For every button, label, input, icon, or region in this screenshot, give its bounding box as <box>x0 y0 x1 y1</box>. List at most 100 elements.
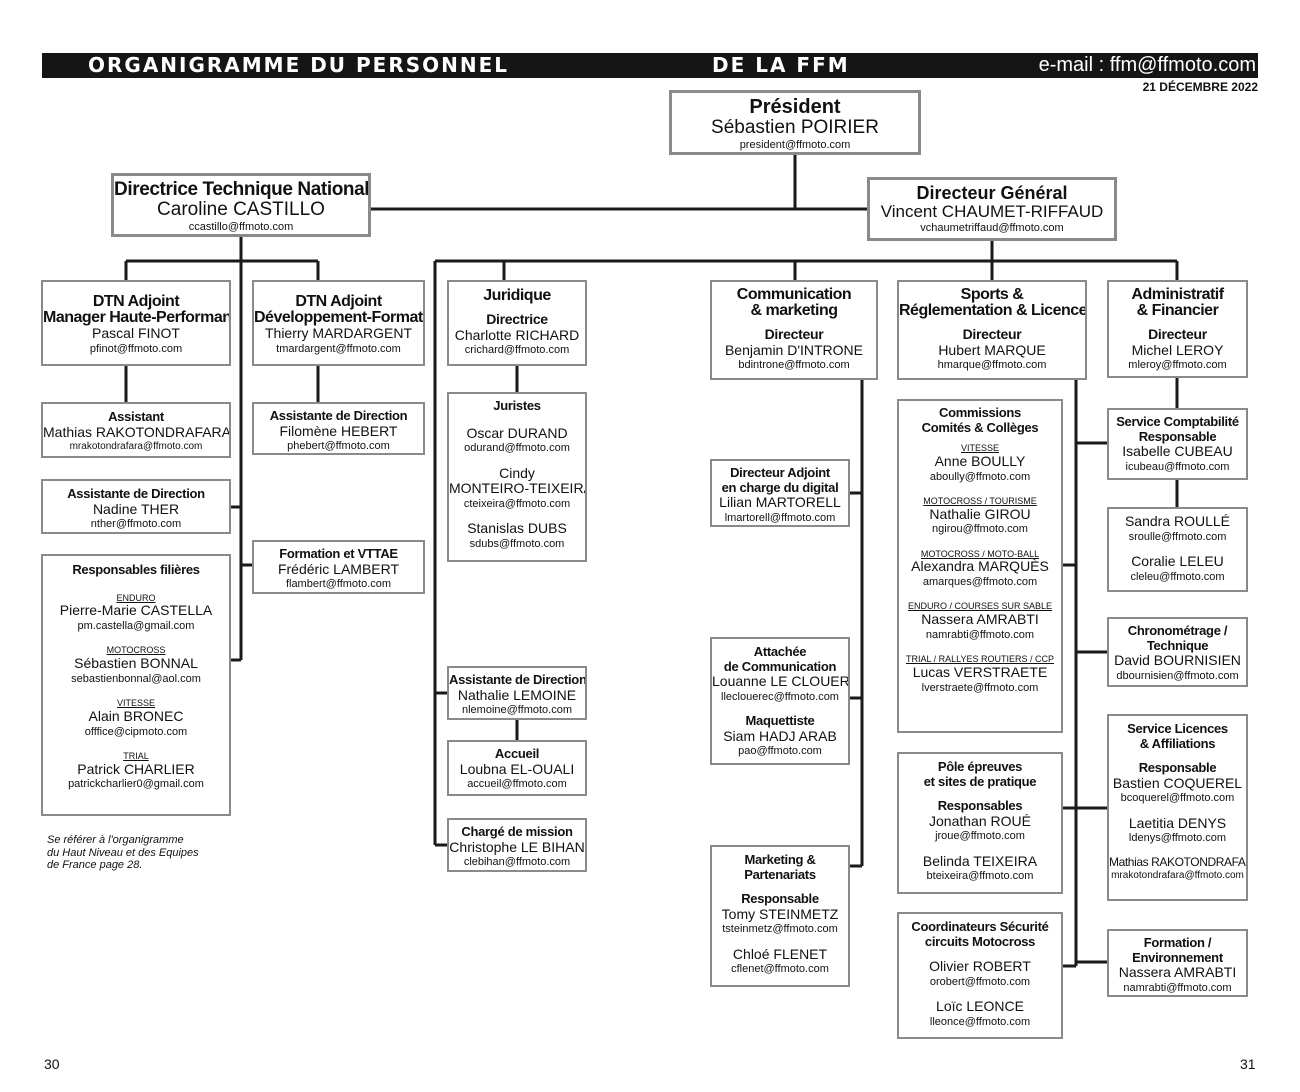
juriste-email: cteixeira@ffmoto.com <box>463 497 571 510</box>
formation-env-email: namrabti@ffmoto.com <box>1123 981 1232 994</box>
formation-env-subtitle: Environnement <box>1132 949 1223 965</box>
pole-email: jroue@ffmoto.com <box>935 830 1025 843</box>
dg-box: Directeur Général Vincent CHAUMET-RIFFAU… <box>867 177 1117 241</box>
compta-title: Service Comptabilité <box>1116 414 1239 429</box>
juriste-name: MONTEIRO-TEIXEIRA <box>449 480 587 497</box>
accueil-box: Accueil Loubna EL-OUALI accueil@ffmoto.c… <box>447 740 587 796</box>
pole-title: Pôle épreuves <box>937 759 1023 774</box>
attachee-role: de Communication <box>723 658 837 674</box>
compta-staff-name: Coralie LELEU <box>1131 552 1224 569</box>
commission-email: ngirou@ffmoto.com <box>932 523 1028 536</box>
commissions-subtitle: Comités & Collèges <box>921 419 1039 435</box>
filiere-name: Pierre-Marie CASTELLA <box>59 602 213 619</box>
digital-box: Directeur Adjoint en charge du digital L… <box>710 459 850 527</box>
licences-subtitle: & Affiliations <box>1139 735 1216 751</box>
licences-name: Laetitia DENYS <box>1128 814 1227 831</box>
commission-name: Lucas VERSTRAETE <box>912 663 1048 680</box>
dtn-adjoint-formation-email: tmardargent@ffmoto.com <box>276 342 401 355</box>
filiere-email: patrickcharlier0@gmail.com <box>68 778 204 791</box>
filiere-name: Patrick CHARLIER <box>77 760 195 777</box>
communication-email: bdintrone@ffmoto.com <box>738 359 850 372</box>
dtn-adjoint-formation-box: DTN Adjoint Développement-Formation Thie… <box>252 280 425 366</box>
chrono-email: dbournisien@ffmoto.com <box>1116 669 1239 682</box>
header-email: e-mail : ffm@ffmoto.com <box>1038 54 1256 76</box>
juridique-name: Charlotte RICHARD <box>454 326 580 343</box>
marketing-role: Responsable <box>741 891 819 907</box>
marketing-box: Marketing & Partenariats Responsable Tom… <box>710 845 850 987</box>
juriste-name: Cindy <box>499 464 535 481</box>
assistante-dtn-role: Assistante de Direction <box>67 486 205 501</box>
juridique-email: crichard@ffmoto.com <box>464 344 570 357</box>
commission-category: Motocross / Tourisme <box>923 495 1037 506</box>
licences-role: Responsable <box>1138 760 1217 776</box>
marketing-email: cflenet@ffmoto.com <box>731 963 829 976</box>
chrono-name: David BOURNISIEN <box>1114 652 1241 669</box>
attachee-name: Louanne LE CLOUEREC <box>712 673 850 690</box>
header-subtitle: DE LA FFM <box>712 53 850 77</box>
licences-email: ldenys@ffmoto.com <box>1128 832 1227 845</box>
juridique-role: Directrice <box>486 311 548 327</box>
commissions-box: Commissions Comités & Collèges Vitesse A… <box>897 399 1063 733</box>
maquettiste-role: Maquettiste <box>745 713 815 729</box>
compta-email: icubeau@ffmoto.com <box>1125 460 1230 473</box>
dtn-adjoint-hp-subtitle: Manager Haute-Performance <box>43 309 231 326</box>
commission-category: Enduro / Courses sur sable <box>907 601 1053 612</box>
marketing-subtitle: Partenariats <box>744 866 816 882</box>
pole-name: Jonathan ROUÉ <box>929 812 1031 829</box>
admin-name: Michel LEROY <box>1131 341 1224 358</box>
attachee-box: Attachée de Communication Louanne LE CLO… <box>710 637 850 765</box>
assistante-formation-box: Assistante de Direction Filomène HEBERT … <box>252 402 425 455</box>
juriste-email: sdubs@ffmoto.com <box>469 537 565 550</box>
commission-email: amarques@ffmoto.com <box>922 576 1038 589</box>
communication-role: Directeur <box>764 326 824 342</box>
licences-email: bcoquerel@ffmoto.com <box>1120 792 1235 805</box>
filiere-email: offfice@cipmoto.com <box>84 725 188 738</box>
assistante-dtn-box: Assistante de Direction Nadine THER nthe… <box>41 479 231 534</box>
formation-vttae-box: Formation et VTTAE Frédéric LAMBERT flam… <box>252 540 425 594</box>
assistante-dg-role: Assistante de Direction <box>449 672 587 687</box>
filiere-email: sebastienbonnal@aol.com <box>71 672 201 685</box>
page-number-left: 30 <box>44 1056 60 1072</box>
admin-email: mleroy@ffmoto.com <box>1128 359 1227 372</box>
filiere-category: Motocross <box>106 645 166 656</box>
juriste-name: Oscar DURAND <box>466 424 568 441</box>
licences-title: Service Licences <box>1127 721 1228 736</box>
juriste-email: odurand@ffmoto.com <box>464 442 570 455</box>
commission-category: Vitesse <box>960 443 999 454</box>
licences-name: Mathias RAKOTONDRAFARA <box>1109 854 1248 869</box>
charge-mission-role: Chargé de mission <box>461 824 573 839</box>
assistant-hp-role: Assistant <box>108 409 164 424</box>
pole-name: Belinda TEIXEIRA <box>922 852 1038 869</box>
note-line: Se référer à l'organigramme <box>47 834 184 846</box>
admin-role: Directeur <box>1148 326 1207 342</box>
commission-email: aboully@ffmoto.com <box>929 470 1031 483</box>
accueil-role: Accueil <box>494 746 540 761</box>
marketing-email: tsteinmetz@ffmoto.com <box>722 923 838 936</box>
chrono-title: Chronométrage / <box>1127 623 1228 638</box>
maquettiste-name: Siam HADJ ARAB <box>723 727 837 744</box>
dtn-adjoint-hp-name: Pascal FINOT <box>92 325 180 341</box>
licences-box: Service Licences & Affiliations Responsa… <box>1107 714 1248 901</box>
marketing-name: Tomy STEINMETZ <box>721 905 839 922</box>
dtn-adjoint-formation-name: Thierry MARDARGENT <box>264 325 412 341</box>
commission-name: Nassera AMRABTI <box>921 611 1039 628</box>
commission-category: Motocross / Moto-Ball <box>920 548 1040 559</box>
coordinateurs-name: Olivier ROBERT <box>929 958 1031 975</box>
marketing-title: Marketing & <box>744 852 816 867</box>
pole-subtitle: et sites de pratique <box>923 773 1037 789</box>
coordinateurs-email: orobert@ffmoto.com <box>929 975 1031 988</box>
responsables-filieres-box: Responsables filières Enduro Pierre-Mari… <box>41 554 231 816</box>
commission-email: namrabti@ffmoto.com <box>925 628 1035 641</box>
coordinateurs-email: lleonce@ffmoto.com <box>929 1015 1031 1028</box>
assistante-formation-email: phebert@ffmoto.com <box>287 440 390 453</box>
coordinateurs-box: Coordinateurs Sécurité circuits Motocros… <box>897 912 1063 1039</box>
sports-role: Directeur <box>962 326 1022 342</box>
dtn-adjoint-hp-email: pfinot@ffmoto.com <box>89 342 183 355</box>
commission-name: Alexandra MARQUÈS <box>911 558 1049 575</box>
chrono-subtitle: Technique <box>1146 637 1209 653</box>
filiere-name: Sébastien BONNAL <box>74 655 198 672</box>
dg-title: Directeur Général <box>916 183 1068 203</box>
compta-staff-name: Sandra ROULLÉ <box>1124 513 1231 529</box>
dtn-name: Caroline CASTILLO <box>157 198 325 220</box>
